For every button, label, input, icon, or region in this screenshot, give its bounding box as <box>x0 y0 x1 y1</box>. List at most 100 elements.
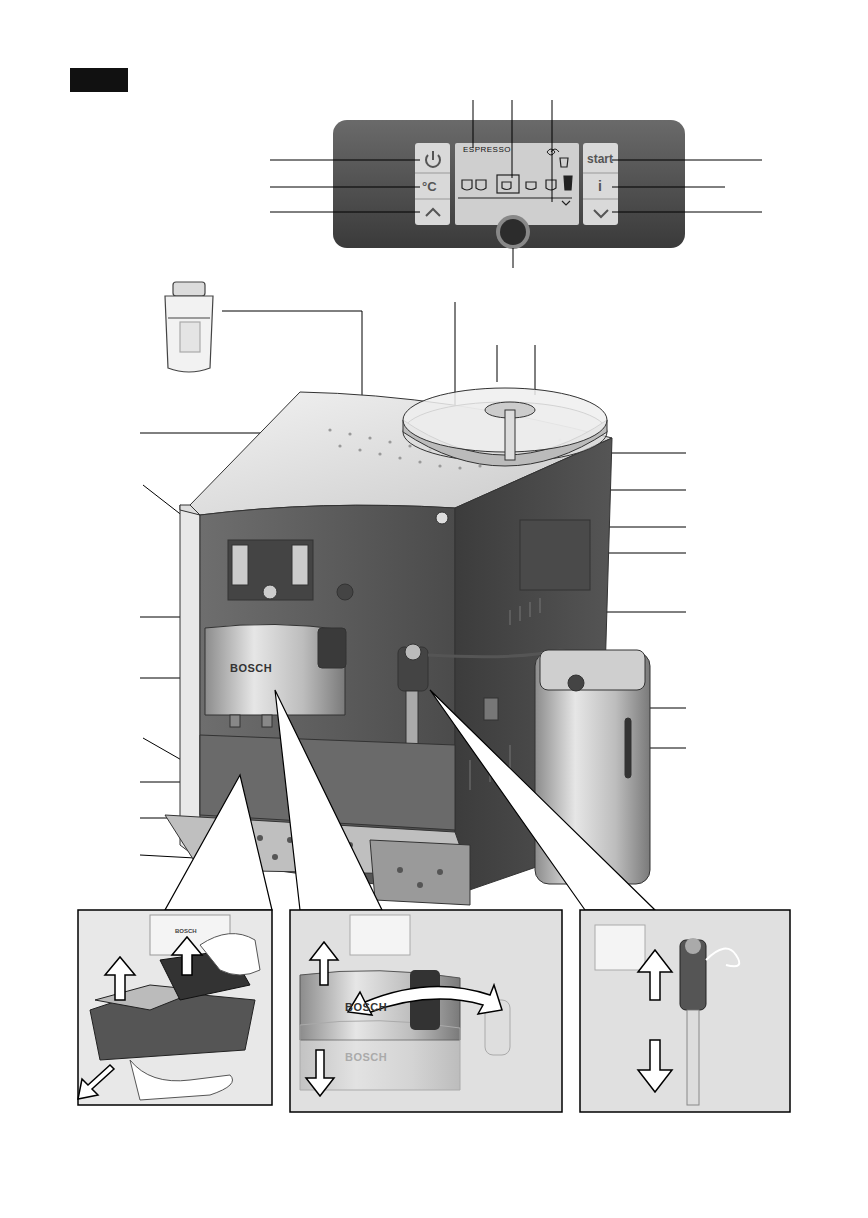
leader-lines <box>512 100 513 178</box>
detail-insets <box>78 1065 114 1099</box>
leader-lines <box>513 248 514 268</box>
control-panel <box>455 143 579 225</box>
detail-insets <box>580 910 790 1112</box>
button-symbol: °C <box>422 180 437 193</box>
leader-lines <box>270 187 420 188</box>
coffee-machine <box>397 867 403 873</box>
leader-lines <box>612 212 762 213</box>
detail-insets <box>685 938 701 954</box>
coffee-machine <box>568 675 584 691</box>
control-panel <box>594 210 608 217</box>
leader-lines <box>497 345 498 382</box>
detail-insets <box>638 950 672 1000</box>
control-panel <box>546 180 556 190</box>
control-panel <box>564 176 572 190</box>
detail-insets <box>595 925 645 970</box>
control-panel <box>415 143 450 225</box>
detail-insets <box>130 1060 233 1100</box>
detail-insets <box>78 910 272 1105</box>
coffee-machine <box>263 585 277 599</box>
water-filter <box>173 282 205 296</box>
coffee-machine <box>370 840 470 905</box>
coffee-machine <box>205 624 345 715</box>
coffee-machine <box>470 760 471 790</box>
coffee-machine <box>625 718 631 778</box>
coffee-machine <box>388 440 391 443</box>
brand-logo: BOSCH <box>175 928 197 934</box>
zoom-wedges <box>165 775 272 910</box>
coffee-machine <box>398 456 401 459</box>
leader-lines <box>270 212 420 213</box>
button-symbol: i <box>598 179 602 193</box>
coffee-machine <box>540 598 541 613</box>
control-panel <box>496 215 530 249</box>
coffee-machine <box>530 602 531 617</box>
coffee-machine <box>510 610 511 625</box>
coffee-machine <box>368 436 371 439</box>
control-panel <box>502 182 511 190</box>
coffee-machine <box>257 835 263 841</box>
control-panel <box>476 180 486 190</box>
water-filter <box>165 296 213 372</box>
leader-lines <box>535 345 536 395</box>
zoom-wedges <box>165 690 655 910</box>
coffee-machine <box>318 628 346 668</box>
leader-lines <box>473 100 474 148</box>
control-panel <box>500 219 526 245</box>
brand-logo: BOSCH <box>230 663 272 674</box>
coffee-machine <box>458 466 461 469</box>
button-label: start <box>587 153 613 165</box>
coffee-machine <box>378 452 381 455</box>
control-panel <box>562 201 570 205</box>
coffee-machine <box>230 715 240 727</box>
coffee-machine <box>180 505 200 515</box>
detail-insets <box>78 910 790 1112</box>
coffee-machine <box>272 854 278 860</box>
coffee-machine <box>418 460 421 463</box>
control-panel <box>462 180 472 190</box>
leader-lines <box>270 160 420 161</box>
coffee-machine <box>337 584 353 600</box>
zoom-wedges <box>430 690 655 910</box>
control-panel <box>458 158 572 205</box>
coffee-machine <box>417 882 423 888</box>
water-filter <box>168 317 210 318</box>
coffee-machine <box>228 540 313 600</box>
coffee-machine <box>358 448 361 451</box>
coffee-machine <box>348 432 351 435</box>
leader-lines <box>140 855 195 858</box>
control-panel <box>583 199 618 200</box>
coffee-machine <box>180 505 200 860</box>
coffee-machine <box>520 606 521 621</box>
display-text: ESPRESSO <box>463 146 511 154</box>
control-panel <box>547 149 559 155</box>
control-panel <box>432 151 434 160</box>
zoom-wedges <box>275 690 382 910</box>
coffee-machine <box>408 444 411 447</box>
coffee-machine <box>328 428 331 431</box>
control-panel <box>497 175 519 193</box>
coffee-machine <box>262 715 272 727</box>
language-tab <box>70 68 128 92</box>
detail-insets <box>706 949 739 967</box>
brand-logo: BOSCH <box>345 1002 387 1013</box>
coffee-machine <box>292 545 308 585</box>
detail-insets <box>290 910 562 1112</box>
coffee-machine <box>484 698 498 720</box>
coffee-machine <box>232 545 248 585</box>
coffee-machine <box>438 464 441 467</box>
coffee-machine <box>540 650 645 690</box>
control-panel <box>415 199 450 200</box>
detail-insets <box>306 1050 334 1096</box>
detail-insets <box>310 942 338 985</box>
control-panel <box>583 173 618 174</box>
control-panel <box>583 143 618 225</box>
detail-insets <box>350 915 410 955</box>
coffee-machine <box>478 464 481 467</box>
coffee-machine <box>437 869 443 875</box>
control-panel <box>560 158 568 167</box>
detail-insets <box>105 957 135 1000</box>
coffee-machine <box>338 444 341 447</box>
leader-lines <box>612 187 725 188</box>
